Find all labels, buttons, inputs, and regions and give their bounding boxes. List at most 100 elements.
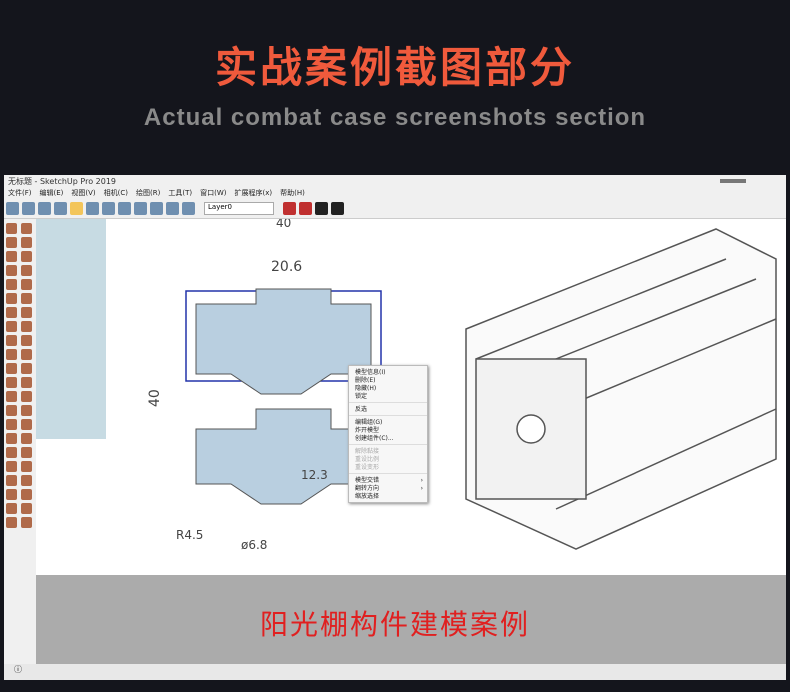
menu-bar: 文件(F) 编辑(E) 视图(V) 相机(C) 绘图(R) 工具(T) 窗口(W) 扩展程序(… — [4, 187, 786, 199]
context-menu-item[interactable]: 编辑组(G) — [355, 419, 383, 426]
select-tool-icon[interactable] — [6, 202, 19, 215]
view-iso-icon[interactable] — [102, 202, 115, 215]
tool-icon[interactable] — [20, 321, 32, 332]
plugin-icon[interactable] — [331, 202, 344, 215]
tool-icon[interactable] — [6, 489, 17, 500]
tool-icon[interactable] — [6, 503, 17, 514]
menu-item[interactable]: 扩展程序(x) — [234, 189, 273, 197]
menu-separator — [349, 473, 427, 474]
tool-icon[interactable] — [6, 447, 17, 458]
layer-select[interactable]: Layer0 — [204, 202, 274, 215]
context-menu-item[interactable]: 模型交错› — [355, 477, 423, 484]
tool-icon[interactable] — [6, 335, 17, 346]
dim-height: 40 — [147, 389, 163, 407]
context-menu-item[interactable]: 解除黏接 — [355, 448, 380, 455]
tool-icon[interactable] — [20, 349, 32, 360]
page-subtitle: Actual combat case screenshots section — [143, 104, 647, 131]
submenu-arrow-icon: › — [420, 485, 423, 492]
tool-icon[interactable] — [20, 517, 32, 528]
tool-icon[interactable] — [6, 223, 17, 234]
tool-icon[interactable] — [6, 419, 17, 430]
tool-icon[interactable] — [6, 377, 17, 388]
window-controls[interactable] — [720, 179, 746, 183]
aluminum-profile-3d — [465, 228, 777, 550]
context-menu-item[interactable]: 创建组件(C)... — [355, 435, 394, 442]
view-left-icon[interactable] — [182, 202, 195, 215]
view-top-icon[interactable] — [118, 202, 131, 215]
context-menu-item[interactable]: 删除(E) — [355, 377, 376, 384]
info-icon[interactable]: ⓘ — [14, 665, 22, 674]
tool-icon[interactable] — [6, 307, 17, 318]
menu-item[interactable]: 相机(C) — [103, 189, 129, 197]
menu-item[interactable]: 绘图(R) — [136, 189, 161, 197]
tool-icon[interactable] — [20, 223, 32, 234]
context-menu-item[interactable]: 炸开模型 — [355, 427, 380, 434]
shaded-icon[interactable] — [86, 202, 99, 215]
menu-item[interactable]: 窗口(W) — [200, 189, 227, 197]
tool-icon[interactable] — [6, 391, 17, 402]
context-menu: 模型信息(I)删除(E)隐藏(H)锁定反选编辑组(G)炸开模型创建组件(C)..… — [348, 365, 428, 503]
context-menu-item[interactable]: 模型信息(I) — [355, 369, 386, 376]
tool-icon[interactable] — [6, 405, 17, 416]
context-menu-item[interactable]: 反选 — [355, 406, 368, 413]
tool-icon[interactable] — [20, 279, 32, 290]
tool-icon[interactable] — [6, 475, 17, 486]
eraser-icon[interactable] — [22, 202, 35, 215]
tool-icon[interactable] — [20, 461, 32, 472]
context-menu-item[interactable]: 重设比例 — [355, 456, 380, 463]
tool-icon[interactable] — [20, 377, 32, 388]
sky — [36, 219, 106, 439]
checkbox-icon[interactable] — [315, 202, 328, 215]
tool-icon[interactable] — [20, 475, 32, 486]
menu-item[interactable]: 文件(F) — [8, 189, 32, 197]
view-right-icon[interactable] — [150, 202, 163, 215]
menu-item[interactable]: 帮助(H) — [280, 189, 305, 197]
tool-icon[interactable] — [20, 433, 32, 444]
component-icon[interactable] — [38, 202, 51, 215]
tool-icon[interactable] — [6, 461, 17, 472]
menu-separator — [349, 402, 427, 403]
context-menu-item[interactable]: 锁定 — [355, 393, 368, 400]
menu-item[interactable]: 工具(T) — [168, 189, 193, 197]
tool-icon[interactable] — [6, 363, 17, 374]
tool-icon[interactable] — [20, 363, 32, 374]
group-icon[interactable] — [54, 202, 67, 215]
tool-icon[interactable] — [20, 237, 32, 248]
tool-icon[interactable] — [6, 279, 17, 290]
tool-icon[interactable] — [20, 307, 32, 318]
context-menu-item[interactable]: 翻转方向› — [355, 485, 423, 492]
style-icon[interactable] — [70, 202, 83, 215]
title-bar: 无标题 - SketchUp Pro 2019 — [4, 175, 786, 187]
tool-icon[interactable] — [20, 391, 32, 402]
tool-icon[interactable] — [20, 447, 32, 458]
status-bar: ⓘ — [4, 664, 786, 680]
tool-icon[interactable] — [20, 293, 32, 304]
caption: 阳光棚构件建模案例 — [259, 608, 530, 641]
tool-icon[interactable] — [6, 349, 17, 360]
tool-icon[interactable] — [20, 405, 32, 416]
menu-item[interactable]: 视图(V) — [71, 189, 96, 197]
view-front-icon[interactable] — [134, 202, 147, 215]
tool-icon[interactable] — [20, 251, 32, 262]
context-menu-item[interactable]: 缩放选择 — [355, 493, 380, 500]
tool-icon[interactable] — [20, 335, 32, 346]
menu-separator — [349, 415, 427, 416]
extension-icon[interactable] — [299, 202, 312, 215]
tool-icon[interactable] — [6, 251, 17, 262]
menu-item[interactable]: 编辑(E) — [39, 189, 64, 197]
tool-icon[interactable] — [6, 293, 17, 304]
tool-icon[interactable] — [6, 237, 17, 248]
tool-icon[interactable] — [20, 419, 32, 430]
ruby-icon[interactable] — [283, 202, 296, 215]
tool-icon[interactable] — [20, 489, 32, 500]
context-menu-item[interactable]: 重设变形 — [355, 464, 380, 471]
context-menu-item[interactable]: 隐藏(H) — [355, 385, 377, 392]
tool-icon[interactable] — [6, 517, 17, 528]
view-back-icon[interactable] — [166, 202, 179, 215]
tool-icon[interactable] — [20, 265, 32, 276]
tool-icon[interactable] — [6, 433, 17, 444]
tool-icon[interactable] — [6, 265, 17, 276]
page-title: 实战案例截图部分 — [214, 43, 575, 92]
tool-icon[interactable] — [20, 503, 32, 514]
tool-icon[interactable] — [6, 321, 17, 332]
